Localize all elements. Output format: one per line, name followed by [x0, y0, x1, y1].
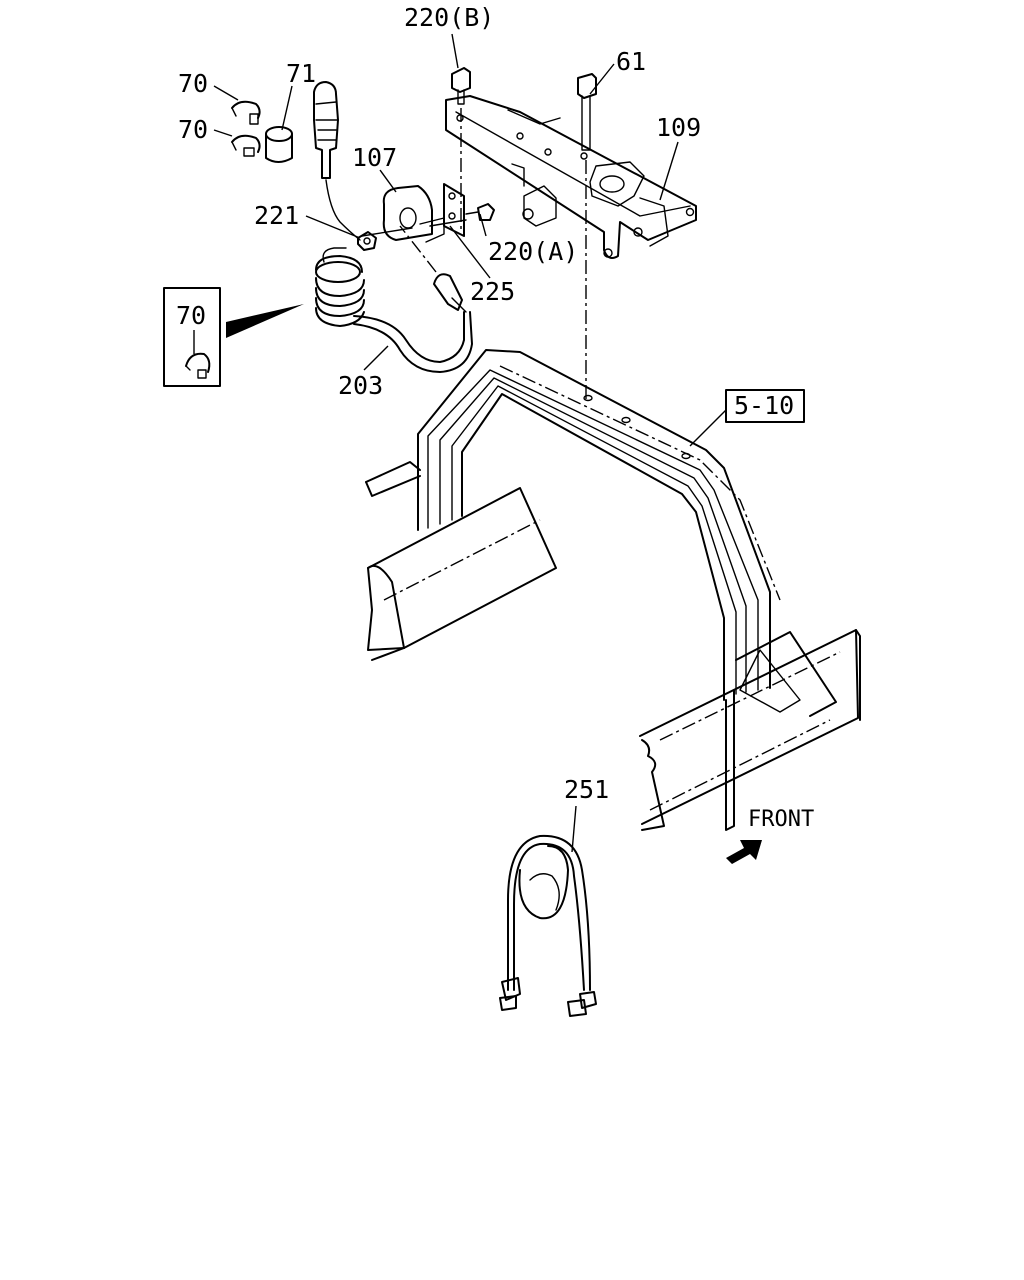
label-220b: 220(B) — [404, 3, 494, 32]
label-70-lower: 70 — [178, 115, 208, 144]
front-arrow — [726, 840, 762, 864]
label-70-upper: 70 — [178, 69, 208, 98]
label-109: 109 — [656, 113, 701, 142]
label-203: 203 — [338, 371, 383, 400]
label-70-inset: 70 — [176, 301, 206, 330]
hose-203 — [315, 225, 473, 373]
label-107: 107 — [352, 143, 397, 172]
bolt-220a — [465, 203, 495, 221]
clamp-70-upper — [231, 100, 261, 125]
nut-221 — [357, 231, 377, 251]
leader-lines — [193, 33, 727, 853]
label-front: FRONT — [748, 807, 814, 832]
bushing — [265, 126, 293, 163]
bolt-220b — [451, 67, 471, 230]
label-225: 225 — [470, 277, 515, 306]
label-251: 251 — [564, 775, 609, 804]
clamp-70-lower — [231, 134, 261, 157]
bracket-109 — [445, 95, 697, 259]
label-71: 71 — [286, 59, 316, 88]
inset-box — [163, 287, 304, 387]
reference-box-5-10 — [725, 389, 805, 423]
label-221: 221 — [254, 201, 299, 230]
bracket-107 — [361, 185, 467, 243]
part-labels: 220(B) 61 70 70 71 109 107 221 220(A) 22… — [176, 3, 814, 832]
clip-225 — [443, 183, 465, 237]
bolt-61 — [577, 73, 597, 400]
label-61: 61 — [616, 47, 646, 76]
cable-251 — [499, 834, 597, 1017]
label-220a: 220(A) — [488, 237, 578, 266]
label-5-10: 5-10 — [734, 391, 794, 420]
chassis-frame — [365, 349, 861, 831]
